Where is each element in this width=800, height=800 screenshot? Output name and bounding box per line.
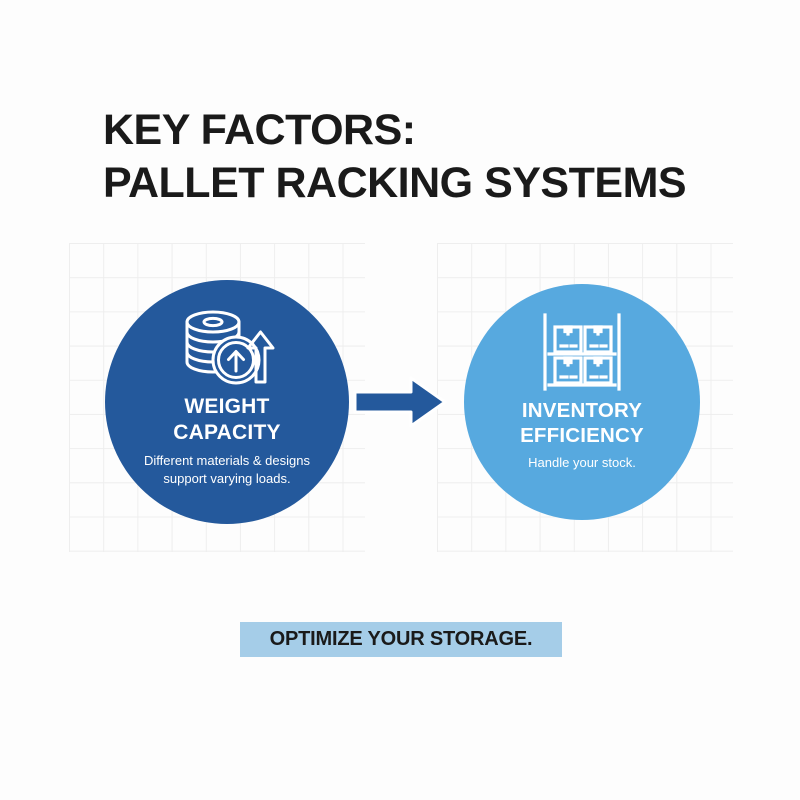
page-title: KEY FACTORS: PALLET RACKING SYSTEMS [103, 104, 723, 210]
factor-heading-inventory-efficiency: INVENTORY EFFICIENCY [520, 398, 644, 448]
factor-heading-line-2: CAPACITY [173, 420, 281, 444]
cta-banner-label: OPTIMIZE YOUR STORAGE. [269, 628, 533, 650]
cta-banner[interactable]: OPTIMIZE YOUR STORAGE. [240, 622, 562, 657]
title-line-1: KEY FACTORS: [103, 106, 416, 154]
factor-description-inventory-efficiency: Handle your stock. [528, 455, 636, 470]
right-arrow-icon [351, 374, 449, 430]
factor-card-weight-capacity[interactable]: WEIGHT CAPACITY Different materials & de… [105, 280, 349, 524]
warehouse-rack-boxes-icon [536, 310, 628, 394]
factor-card-inventory-efficiency[interactable]: INVENTORY EFFICIENCY Handle your stock. [464, 284, 700, 520]
factor-heading-line-1: WEIGHT [184, 395, 270, 418]
factor-heading-line-1: INVENTORY [521, 399, 643, 422]
title-line-2: PALLET RACKING SYSTEMS [103, 158, 687, 207]
factor-description-weight-capacity: Different materials & designs support va… [144, 453, 310, 486]
coin-stack-up-arrow-icon [175, 306, 279, 390]
factor-heading-line-2: EFFICIENCY [520, 424, 644, 447]
factor-heading-weight-capacity: WEIGHT CAPACITY [173, 394, 280, 445]
